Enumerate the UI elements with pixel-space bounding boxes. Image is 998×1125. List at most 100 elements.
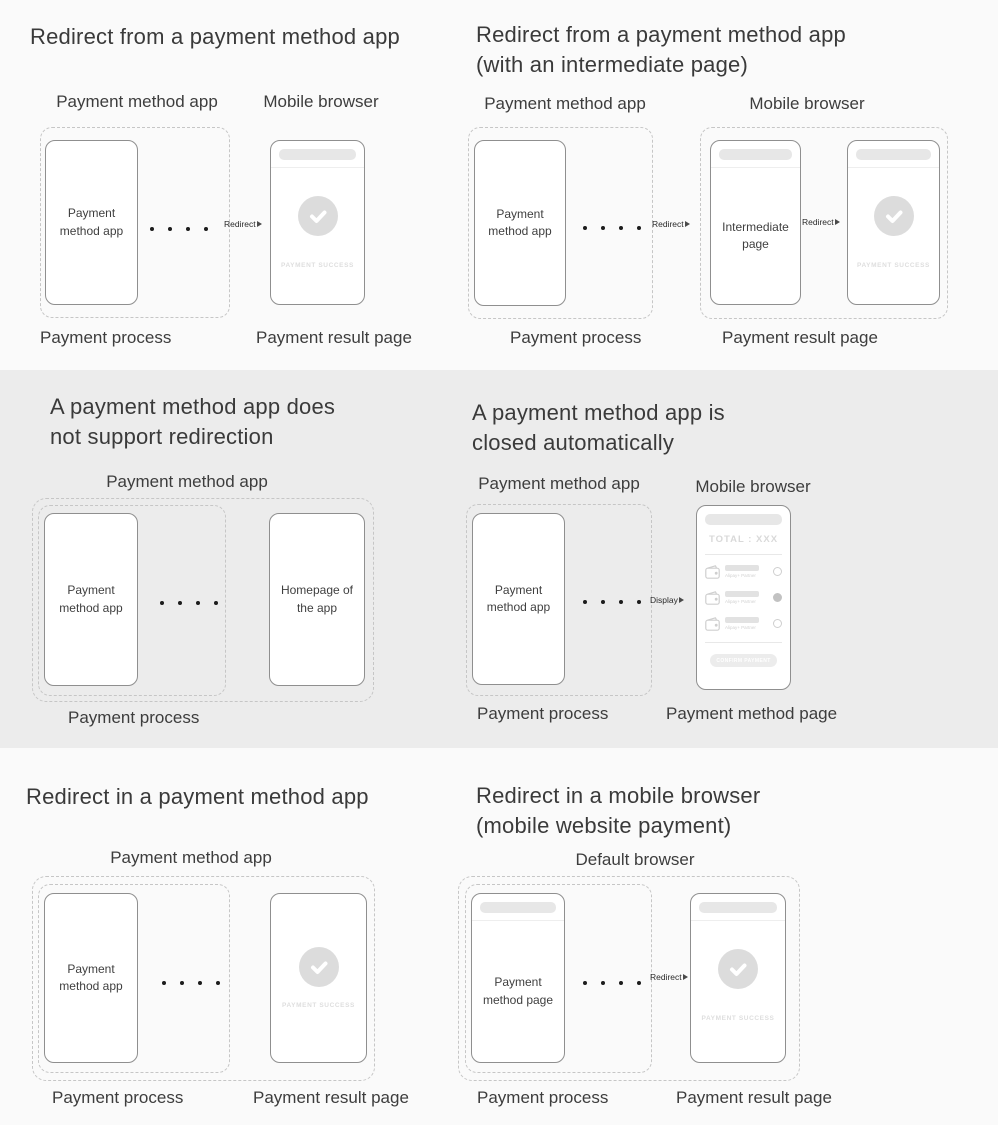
browser-scope-boundary: [458, 876, 800, 1081]
phone-label: Payment method page: [482, 975, 554, 1007]
payment-process-boundary: [40, 127, 230, 318]
option-text-placeholder: Alipay+ Partner: [725, 591, 773, 604]
phone-payment-result: PAYMENT SUCCESS: [270, 140, 365, 305]
phone-intermediate-page: Intermediate page: [710, 140, 801, 305]
column-label-payment-method-app: Payment method app: [478, 474, 640, 493]
arrow-label: Redirect: [802, 217, 834, 227]
column-label-mobile-browser: Mobile browser: [695, 477, 811, 496]
display-arrow: Display: [650, 595, 684, 605]
browser-address-bar: [699, 902, 777, 913]
radio-selected: [773, 593, 782, 602]
success-check-icon: [873, 196, 914, 236]
browser-address-bar: [705, 514, 782, 525]
option-brand-text: Alipay+ Partner: [725, 625, 756, 630]
phone-payment-method-app: Payment method app: [45, 140, 138, 305]
redirect-arrow: Redirect: [224, 219, 262, 229]
panel-title-line1: A payment method app is: [472, 400, 725, 425]
phone-homepage: Homepage of the app: [269, 513, 365, 686]
caption-payment-result-page: Payment result page: [676, 1088, 832, 1107]
column-label-default-browser: Default browser: [575, 850, 695, 869]
caption-payment-result-page: Payment result page: [722, 328, 878, 347]
confirm-payment-button: CONFIRM PAYMENT: [710, 654, 777, 667]
browser-address-bar: [856, 149, 931, 160]
column-label-mobile-browser: Mobile browser: [749, 94, 865, 113]
caption-payment-process: Payment process: [40, 328, 172, 347]
phone-label: Payment method app: [488, 206, 552, 238]
browser-address-bar: [480, 902, 556, 913]
caption-payment-process: Payment process: [477, 704, 609, 723]
wallet-icon: [705, 616, 720, 631]
phone-payment-method-page: TOTAL : XXX Alipay+ Partner Alipay+ Part…: [696, 505, 791, 690]
divider: [472, 920, 564, 921]
panel-title-line1: A payment method app does: [50, 394, 336, 419]
panel-title-line2: (with an intermediate page): [476, 52, 748, 77]
success-text: PAYMENT SUCCESS: [701, 1015, 775, 1022]
caption-payment-result-page: Payment result page: [253, 1088, 409, 1107]
panel-title: A payment method app does not support re…: [50, 392, 335, 452]
redirect-arrow-2: Redirect: [802, 217, 840, 227]
payment-process-boundary: [465, 884, 652, 1073]
divider: [711, 167, 800, 168]
flow-dots: [160, 601, 218, 605]
divider: [271, 167, 364, 168]
arrow-label: Redirect: [224, 219, 256, 229]
column-label-payment-method-app: Payment method app: [56, 92, 218, 111]
phone-payment-result: PAYMENT SUCCESS: [270, 893, 367, 1063]
payment-option-row: Alipay+ Partner: [705, 588, 782, 607]
panel-title-line2: not support redirection: [50, 424, 274, 449]
column-label-payment-method-app: Payment method app: [110, 848, 272, 867]
redirect-arrow: Redirect: [650, 972, 688, 982]
arrow-label: Display: [650, 595, 678, 605]
phone-label: Payment method app: [59, 206, 124, 238]
divider: [848, 167, 939, 168]
payment-process-boundary: [38, 884, 230, 1073]
arrow-head-icon: [684, 221, 690, 227]
caption-payment-process: Payment process: [477, 1088, 609, 1107]
phone-label: Payment method app: [59, 583, 123, 615]
divider: [691, 920, 785, 921]
phone-payment-result: PAYMENT SUCCESS: [690, 893, 786, 1063]
app-scope-boundary: [32, 498, 374, 702]
wallet-icon: [705, 564, 720, 579]
caption-payment-result-page: Payment result page: [256, 328, 412, 347]
payment-option-row: Alipay+ Partner: [705, 614, 782, 633]
flow-dots: [583, 226, 641, 230]
phone-payment-result: PAYMENT SUCCESS: [847, 140, 940, 305]
success-check-icon: [298, 947, 339, 987]
panel-title: Redirect from a payment method app: [30, 24, 400, 49]
option-text-placeholder: Alipay+ Partner: [725, 565, 773, 578]
phone-payment-method-app: Payment method app: [474, 140, 566, 306]
panel-title: Redirect in a payment method app: [26, 784, 369, 809]
arrow-label: Redirect: [650, 972, 682, 982]
flow-dots: [583, 600, 641, 604]
flow-dots: [583, 981, 641, 985]
caption-payment-process: Payment process: [68, 708, 200, 727]
success-text: PAYMENT SUCCESS: [281, 262, 354, 269]
success-text: PAYMENT SUCCESS: [857, 262, 930, 269]
arrow-label: Redirect: [652, 219, 684, 229]
mobile-browser-boundary: [700, 127, 948, 319]
phone-payment-method-app: Payment method app: [44, 893, 138, 1063]
caption-payment-process: Payment process: [510, 328, 642, 347]
panel-title-line2: closed automatically: [472, 430, 675, 455]
caption-payment-process: Payment process: [52, 1088, 184, 1107]
success-text: PAYMENT SUCCESS: [282, 1002, 355, 1009]
phone-payment-method-page: Payment method page: [471, 893, 565, 1063]
payment-option-row: Alipay+ Partner: [705, 562, 782, 581]
arrow-head-icon: [256, 221, 262, 227]
option-brand-text: Alipay+ Partner: [725, 599, 756, 604]
panel-title-line2: (mobile website payment): [476, 813, 732, 838]
browser-address-bar: [719, 149, 792, 160]
phone-label: Homepage of the app: [280, 583, 354, 615]
panel-title: Redirect in a mobile browser (mobile web…: [476, 781, 760, 841]
divider: [705, 554, 782, 555]
panel-title-line1: Redirect from a payment method app: [476, 22, 846, 47]
column-label-payment-method-app: Payment method app: [484, 94, 646, 113]
redirect-arrow: Redirect: [652, 219, 690, 229]
flow-dots: [150, 227, 208, 231]
caption-payment-method-page: Payment method page: [666, 704, 838, 723]
app-scope-boundary: [32, 876, 375, 1081]
radio-unselected: [773, 567, 782, 576]
option-brand-text: Alipay+ Partner: [725, 573, 756, 578]
